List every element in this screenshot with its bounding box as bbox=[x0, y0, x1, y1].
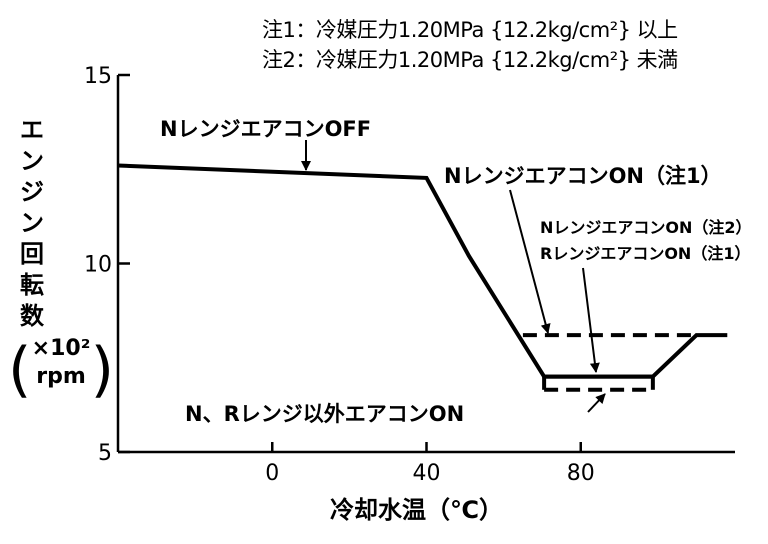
y-axis-label: エ ン ジ ン 回 転 数 bbox=[18, 115, 46, 332]
x-tick-label: 80 bbox=[567, 461, 595, 486]
y-label-char: ン bbox=[20, 147, 44, 175]
y-label-char: 数 bbox=[20, 302, 44, 330]
y-tick-label: 5 bbox=[98, 441, 112, 466]
x-tick-label: 0 bbox=[265, 461, 279, 486]
unit-line-2: rpm bbox=[36, 364, 86, 389]
y-tick-label: 15 bbox=[84, 64, 112, 89]
series-line-0 bbox=[117, 163, 728, 379]
note-1: 注1：冷媒圧力1.20MPa {12.2kg/cm²} 以上 bbox=[262, 18, 678, 42]
arrow-on1 bbox=[509, 189, 551, 334]
annotation-on2-n: NレンジエアコンON（注2） bbox=[540, 218, 752, 237]
annotation-other: N、Rレンジ以外エアコンON bbox=[185, 402, 465, 426]
y-label-char: エ bbox=[20, 116, 44, 144]
unit-line-1: ×10² bbox=[31, 336, 91, 361]
x-tick-label: 40 bbox=[413, 461, 441, 486]
arrow-other bbox=[587, 393, 606, 413]
x-axis-label: 冷却水温（℃） bbox=[330, 496, 504, 524]
paren-left: ( bbox=[8, 335, 32, 405]
y-label-char: ジ bbox=[20, 178, 44, 206]
arrow-on2 bbox=[582, 267, 600, 373]
annotation-on1: NレンジエアコンON（注1） bbox=[444, 164, 722, 188]
annotation-on1-r: RレンジエアコンON（注1） bbox=[540, 244, 751, 263]
y-label-char: ン bbox=[20, 209, 44, 237]
y-tick-label: 10 bbox=[84, 253, 112, 278]
note-2: 注2：冷媒圧力1.20MPa {12.2kg/cm²} 未満 bbox=[262, 48, 678, 72]
annotation-off: NレンジエアコンOFF bbox=[160, 117, 372, 141]
y-label-char: 転 bbox=[20, 271, 44, 299]
y-axis-unit: ( ×10² rpm ) bbox=[6, 335, 116, 405]
paren-right: ) bbox=[90, 335, 114, 405]
y-label-char: 回 bbox=[20, 240, 44, 268]
